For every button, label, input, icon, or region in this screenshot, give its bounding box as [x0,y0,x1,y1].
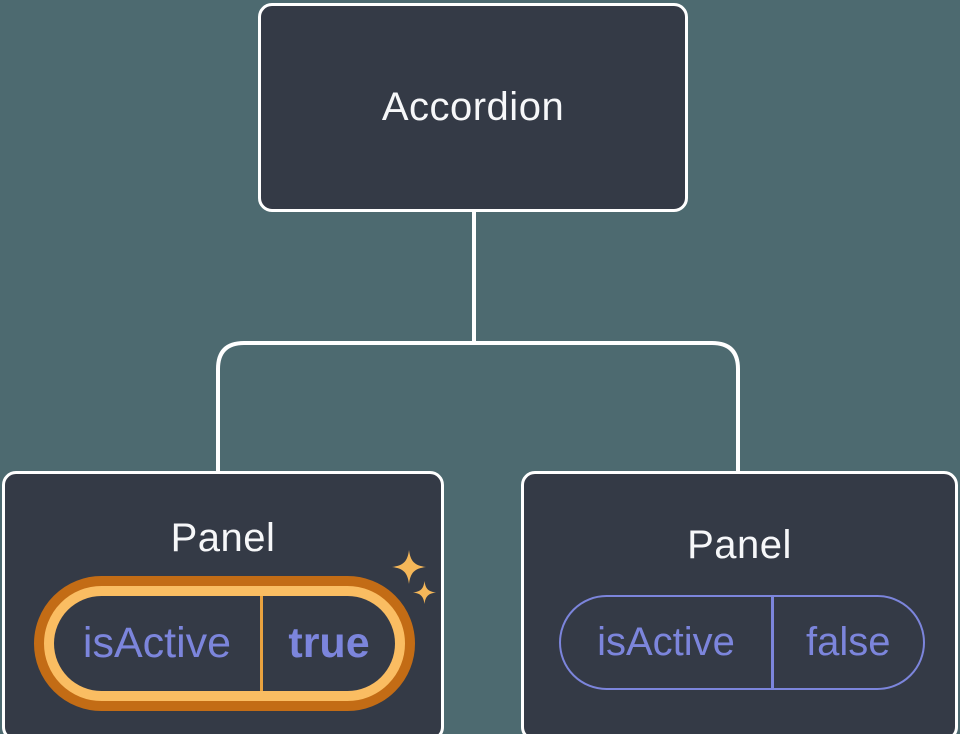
state-pill-active: isActive true [34,576,415,711]
accordion-node-label: Accordion [381,85,565,129]
connector-bracket [216,341,740,471]
panel-inactive-label: Panel [687,523,792,567]
prop-name-active: isActive [82,619,232,667]
panel-node-active: Panel isActive true [2,471,444,734]
panel-active-label: Panel [170,516,276,560]
sparkle-small [412,580,437,605]
accordion-node: Accordion [258,3,688,212]
state-pill-inactive: isActive false [559,595,925,690]
pill-divider-inactive [771,597,774,688]
prop-name-inactive: isActive [597,620,735,664]
panel-node-inactive: Panel isActive false [521,471,958,734]
sparkle-large [392,550,426,584]
prop-value-inactive: false [806,620,891,664]
sparkles-icon [392,550,437,605]
prop-value-active: true [288,619,370,667]
pill-divider-active [260,596,263,691]
